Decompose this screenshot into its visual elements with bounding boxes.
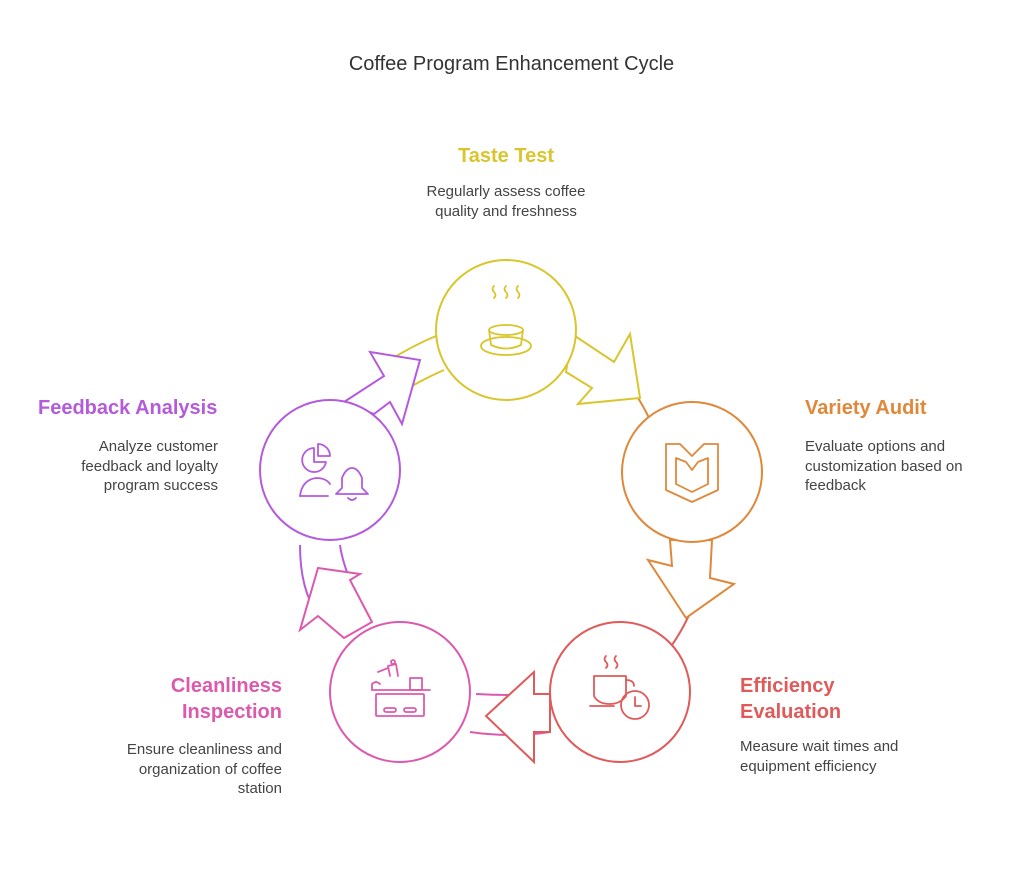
user-chart-bell-icon [299,443,369,501]
variety-audit-description-line: feedback [805,477,866,494]
feedback-analysis-description-line: Analyze customer [98,438,218,455]
cleanliness-inspection-description: Ensure cleanliness and organization of c… [52,740,282,799]
arrow-cleanliness-to-feedback [298,566,374,640]
variety-audit-label: Variety Audit [805,397,927,419]
efficiency-evaluation-description-line: Measure wait times and [740,738,899,755]
efficiency-evaluation-description: Measure wait times and equipment efficie… [740,737,970,776]
taste-test-description: Regularly assess coffee quality and fres… [356,182,656,221]
taste-test-description-line: Regularly assess coffee [426,183,586,200]
efficiency-evaluation-description-line: equipment efficiency [740,757,877,775]
efficiency-evaluation-circle [549,621,691,763]
coffee-station-icon [371,659,431,717]
cleanliness-inspection-label: Cleanliness Inspection [62,673,282,725]
shield-badge-icon [665,443,719,503]
taste-test-circle [435,259,577,401]
taste-test-description-line: quality and freshness [435,202,577,220]
ring-arc-feedback-to-taste-inner [411,369,445,387]
cleanliness-inspection-label-line: Cleanliness [170,675,282,697]
cleanliness-inspection-label-line: Inspection [181,701,282,723]
coffee-clock-icon [589,655,650,720]
diagram-title: Coffee Program Enhancement Cycle [348,53,675,75]
cleanliness-inspection-description-line: station [237,780,282,797]
variety-audit-description-line: customization based on [805,457,963,475]
variety-audit-description-line: Evaluate options and [805,438,946,455]
feedback-analysis-description: Analyze customer feedback and loyalty pr… [8,437,218,496]
cleanliness-inspection-circle [329,621,471,763]
cleanliness-inspection-description-line: Ensure cleanliness and [126,741,282,758]
feedback-analysis-description-line: feedback and loyalty [81,457,218,475]
arrow-variety-to-efficiency [645,539,737,620]
arrow-taste-to-variety [564,331,642,406]
variety-audit-circle [621,401,763,543]
taste-test-label: Taste Test [458,145,554,167]
cleanliness-inspection-description-line: organization of coffee [138,760,282,778]
efficiency-evaluation-label: Efficiency Evaluation [740,673,960,725]
efficiency-evaluation-label-line: Efficiency [740,675,835,697]
feedback-analysis-description-line: program success [103,477,218,494]
arrow-feedback-to-taste [341,350,422,427]
coffee-cup-icon [480,285,532,356]
variety-audit-description: Evaluate options and customization based… [805,437,1015,496]
feedback-analysis-circle [259,399,401,541]
arrow-efficiency-to-cleanliness [484,669,551,765]
feedback-analysis-label: Feedback Analysis [38,397,218,419]
efficiency-evaluation-label-line: Evaluation [740,701,842,723]
